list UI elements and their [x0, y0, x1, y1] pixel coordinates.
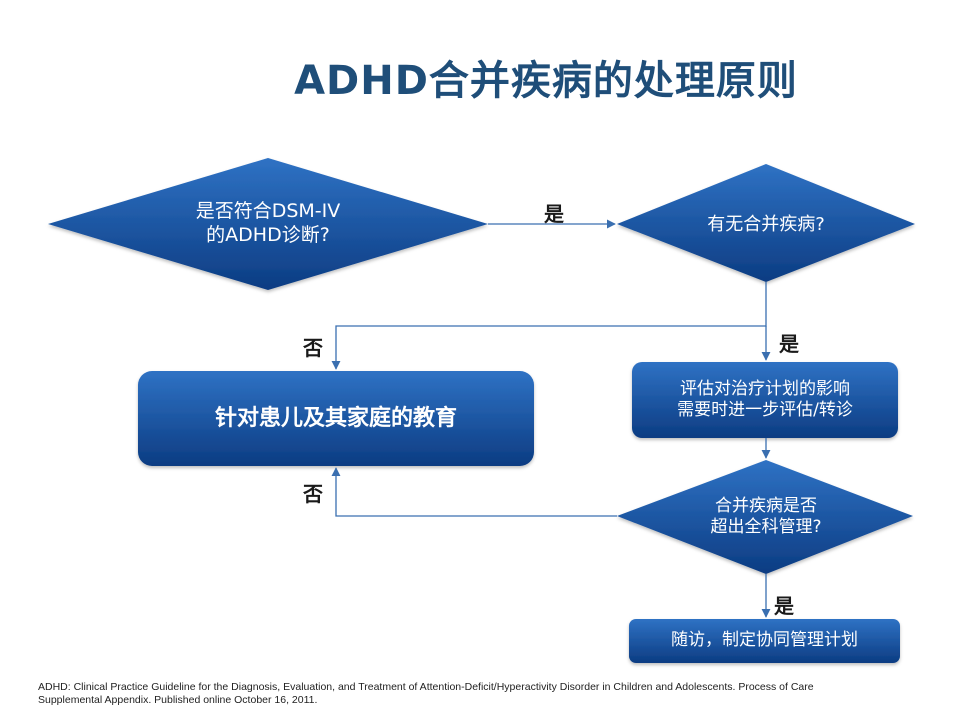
- edge-label-scope-yes: 是: [774, 594, 794, 618]
- connector-comorbidity-no-to-education: [331, 282, 767, 370]
- edge-label-dsm-yes: 是: [544, 202, 564, 226]
- edge-label-comorbidity-yes: 是: [779, 332, 799, 356]
- followup-label: 随访，制定协同管理计划: [671, 630, 858, 651]
- footnote-line2: Supplemental Appendix. Published online …: [38, 694, 318, 706]
- reference-footnote: ADHD: Clinical Practice Guideline for th…: [38, 681, 928, 707]
- edge-label-comorbidity-no: 否: [303, 336, 323, 360]
- comorbidity-question-label: 有无合并疾病?: [707, 213, 825, 235]
- dsm-question-label: 是否符合DSM-IV 的ADHD诊断?: [150, 192, 386, 256]
- evaluate-line2: 需要时进一步评估/转诊: [677, 400, 853, 420]
- footnote-line1: ADHD: Clinical Practice Guideline for th…: [38, 681, 814, 693]
- education-label: 针对患儿及其家庭的教育: [214, 405, 457, 431]
- scope-question-label: 合并疾病是否 超出全科管理?: [670, 488, 862, 546]
- scope-question-line1: 合并疾病是否: [715, 495, 817, 516]
- dsm-question-line1: 是否符合DSM-IV: [195, 200, 341, 223]
- education-box: [138, 371, 534, 466]
- comorbidity-decision-diamond: [617, 164, 915, 282]
- dsm-question-line2: 的ADHD诊断?: [206, 224, 330, 246]
- connector-scope-no-to-education: [331, 467, 617, 517]
- edge-label-scope-no: 否: [303, 482, 323, 506]
- page-title: ADHD合并疾病的处理原则: [294, 58, 798, 104]
- evaluate-box: [632, 362, 898, 438]
- dsm-decision-diamond: [48, 158, 488, 290]
- scope-decision-diamond: [617, 460, 913, 574]
- scope-question-line2: 超出全科管理?: [710, 517, 822, 537]
- followup-box: [629, 619, 900, 663]
- evaluate-label: 评估对治疗计划的影响 需要时进一步评估/转诊: [632, 362, 898, 438]
- evaluate-line1: 评估对治疗计划的影响: [680, 378, 850, 399]
